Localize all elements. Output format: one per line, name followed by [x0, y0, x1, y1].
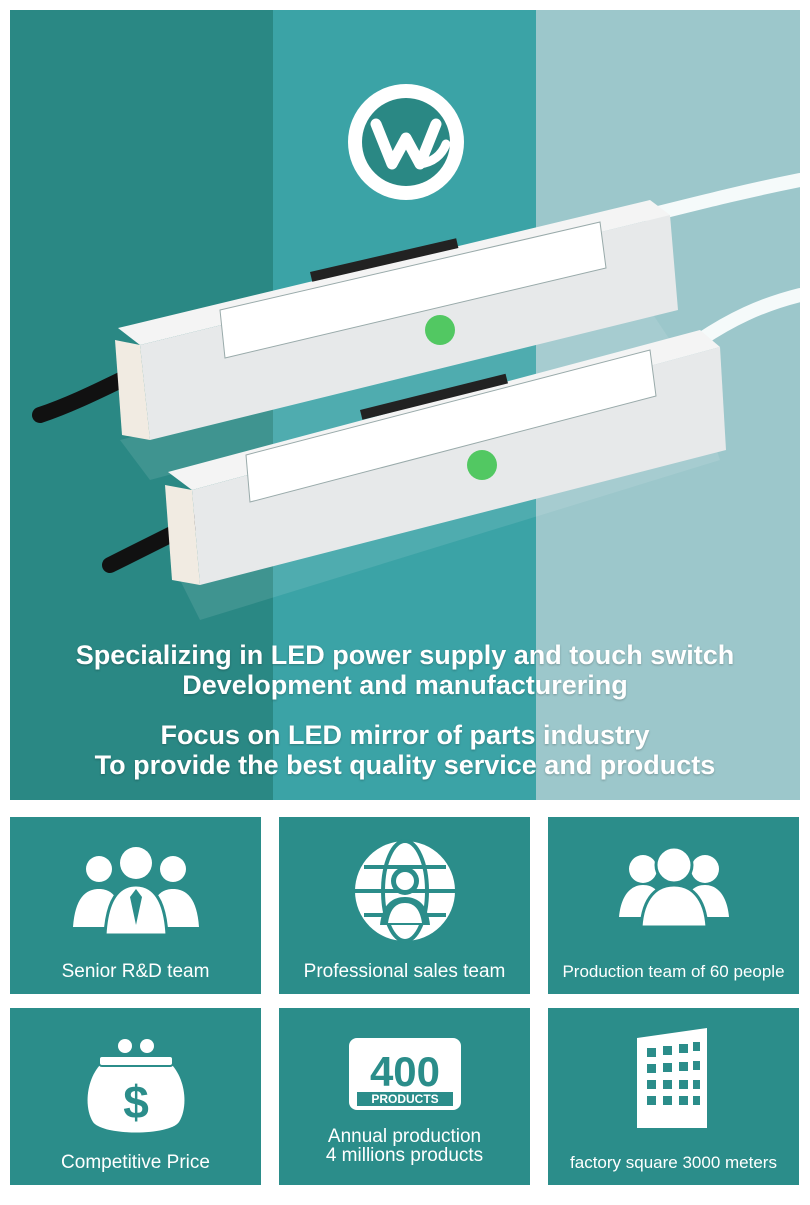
hero-headline-line1: Specializing in LED power supply and tou…	[75, 640, 735, 670]
feature-tile-price: $ Competitive Price	[10, 1008, 261, 1185]
hero-tagline-line1: Focus on LED mirror of parts industry	[160, 720, 650, 750]
hero-banner: Specializing in LED power supply and tou…	[10, 10, 800, 800]
feature-tile-rd-team: Senior R&D team	[10, 817, 261, 994]
hero-tagline-line2: To provide the best quality service and …	[94, 750, 716, 780]
feature-tile-annual-production: 400 PRODUCTS Annual production 4 million…	[279, 1008, 530, 1185]
svg-text:$: $	[123, 1076, 149, 1128]
feature-label: Competitive Price	[61, 1152, 210, 1173]
led-driver-products-image	[32, 173, 800, 620]
wl-logo-icon	[348, 84, 464, 200]
feature-tile-production-team: Production team of 60 people	[548, 817, 799, 994]
feature-tile-factory: factory square 3000 meters	[548, 1008, 799, 1185]
led-driver-top	[115, 200, 678, 440]
factory-building-icon	[636, 1028, 707, 1128]
team-icon	[72, 847, 199, 937]
feature-tile-sales-team: Professional sales team	[279, 817, 530, 994]
feature-label-line2: 4 millions products	[325, 1145, 484, 1166]
products-badge-icon: 400 PRODUCTS	[348, 1038, 461, 1110]
hero-headline-line2: Development and manufacturering	[182, 670, 628, 700]
feature-label: Production team of 60 people	[562, 962, 785, 981]
feature-label: Professional sales team	[303, 961, 506, 982]
feature-label: factory square 3000 meters	[570, 1153, 777, 1172]
badge-number: 400	[369, 1048, 439, 1095]
badge-text: PRODUCTS	[371, 1092, 438, 1106]
feature-label: Senior R&D team	[61, 961, 210, 982]
coin-purse-icon: $	[87, 1039, 184, 1133]
led-driver-bottom	[165, 330, 726, 585]
globe-person-icon	[354, 839, 455, 943]
feature-label: Annual production 4 millions products	[279, 1127, 530, 1165]
feature-label-line1: Annual production	[327, 1126, 482, 1147]
people-group-icon	[618, 845, 729, 929]
